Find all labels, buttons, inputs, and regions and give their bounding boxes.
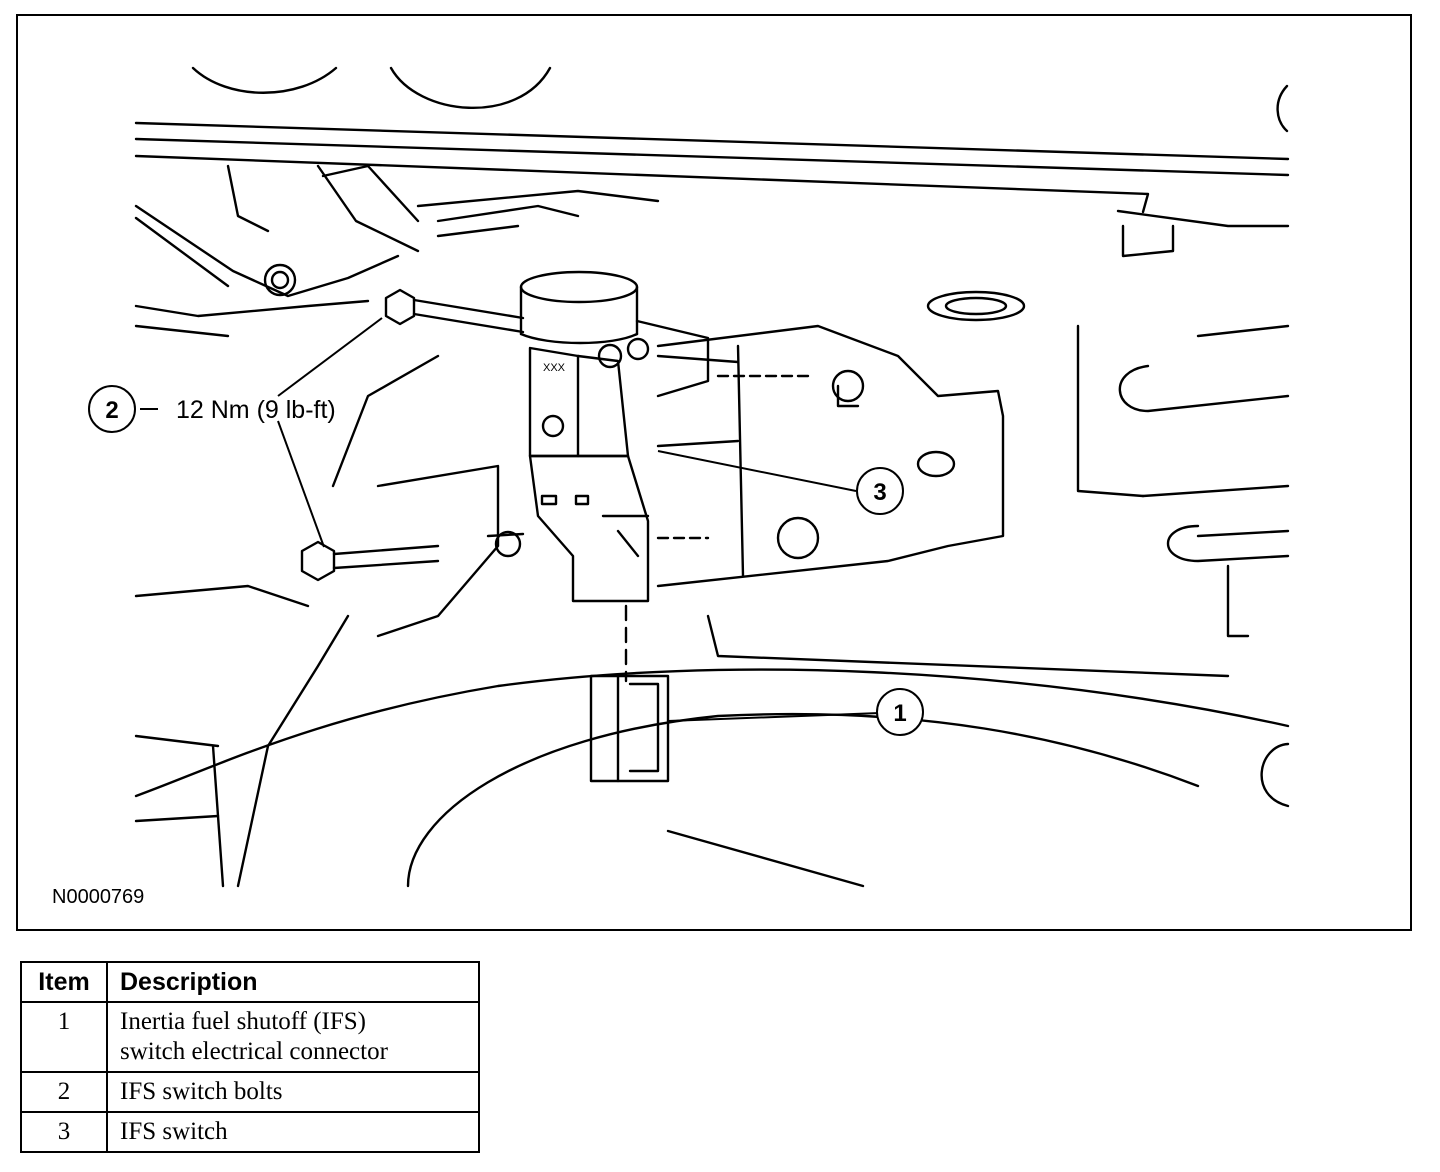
legend-row: 3 IFS switch (20, 1111, 480, 1153)
legend-row: 2 IFS switch bolts (20, 1071, 480, 1113)
callout-2: 2 (88, 385, 136, 433)
legend-header-item: Item (20, 961, 108, 1003)
legend-row: 1 Inertia fuel shutoff (IFS) switch elec… (20, 1001, 480, 1073)
leader-lines (140, 317, 881, 722)
legend-item-description: IFS switch bolts (106, 1071, 480, 1113)
callout-1: 1 (876, 688, 924, 736)
callout-3-number: 3 (873, 479, 886, 506)
torque-spec-label: 12 Nm (9 lb-ft) (176, 396, 336, 424)
figure-id-label: N0000769 (52, 886, 144, 908)
diagram-frame: XXX (16, 14, 1412, 931)
legend-header-description: Description (106, 961, 480, 1003)
legend-description-line: Inertia fuel shutoff (IFS) (120, 1008, 367, 1035)
svg-text:XXX: XXX (543, 362, 566, 374)
legend-item-number: 1 (20, 1001, 108, 1073)
vehicle-structure-lines: XXX (134, 66, 1290, 888)
legend-description-line: switch electrical connector (120, 1038, 388, 1065)
callout-3: 3 (856, 467, 904, 515)
legend-item-description: IFS switch (106, 1111, 480, 1153)
callout-2-number: 2 (105, 397, 118, 424)
legend-item-number: 3 (20, 1111, 108, 1153)
legend-header-row: Item Description (20, 961, 480, 1003)
legend-item-number: 2 (20, 1071, 108, 1113)
ifs-switch-line-drawing: XXX (52, 66, 1290, 908)
legend-table: Item Description 1 Inertia fuel shutoff … (20, 961, 480, 1153)
legend-item-description: Inertia fuel shutoff (IFS) switch electr… (106, 1001, 480, 1073)
callout-1-number: 1 (893, 700, 906, 727)
